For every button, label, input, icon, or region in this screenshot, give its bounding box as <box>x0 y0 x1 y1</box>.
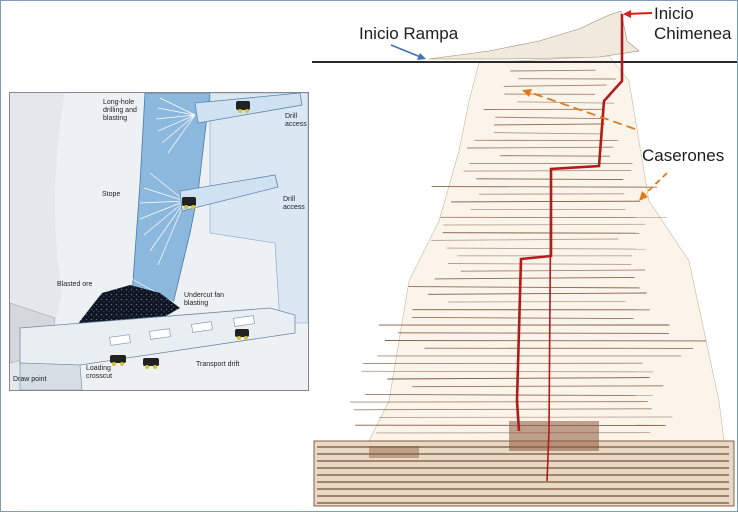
loader-1 <box>110 355 126 363</box>
level-line <box>503 84 607 87</box>
callout-inicio-rampa: Inicio Rampa <box>359 24 459 43</box>
mine-longitudinal-section: Inicio Rampa Inicio Chimenea Caserones <box>309 1 737 511</box>
level-line <box>510 69 596 72</box>
label-drill-access-top: Drill access <box>285 113 307 128</box>
bottom-levels-block <box>313 421 735 507</box>
mine-section-svg <box>312 10 737 507</box>
arrow-head-orange-2 <box>639 191 648 201</box>
drill-rig-top <box>236 101 250 110</box>
arrow-head-orange-1 <box>522 89 532 97</box>
loader-2 <box>143 358 159 366</box>
level-line <box>353 408 652 411</box>
level-line <box>451 200 640 203</box>
level-line <box>447 300 627 303</box>
label-stope: Stope <box>102 191 121 198</box>
label-loading-crosscut: Loading crosscut <box>86 365 113 380</box>
level-line <box>467 146 614 149</box>
level-line <box>408 286 640 289</box>
loader-3 <box>235 329 249 337</box>
level-line <box>446 247 646 250</box>
loading-crosscuts <box>109 315 255 346</box>
level-line <box>412 316 634 320</box>
level-line <box>493 123 605 126</box>
level-line <box>447 263 632 265</box>
label-blasted-ore: Blasted ore <box>57 281 93 288</box>
arrow-inicio-rampa <box>390 44 424 59</box>
arrow-caserones-lower <box>641 172 668 198</box>
level-line <box>428 292 647 295</box>
mid-drill-fan <box>139 172 186 266</box>
level-line <box>500 155 610 157</box>
level-line <box>493 132 602 135</box>
label-undercut-fan-blasting: Undercut fan blasting <box>184 292 225 307</box>
level-line <box>495 116 608 120</box>
level-line <box>517 101 615 104</box>
label-draw-point: Draw point <box>13 376 47 383</box>
level-line <box>460 269 646 272</box>
level-line <box>379 416 673 418</box>
level-line <box>443 223 646 226</box>
label-transport-drift: Transport drift <box>196 361 240 368</box>
sublevel-stoping-diagram: Long-hole drilling and blasting Drill ac… <box>9 92 309 391</box>
surface-works <box>428 10 640 60</box>
arrow-caserones-upper <box>525 90 636 130</box>
level-line <box>364 393 653 397</box>
level-line <box>412 385 664 388</box>
arrow-inicio-chimenea <box>626 12 653 15</box>
level-line <box>431 238 619 241</box>
top-drill-fan <box>155 97 196 154</box>
level-line <box>397 332 669 334</box>
callout-inicio-chimenea: Inicio Chimenea <box>654 4 732 43</box>
arrow-head-red <box>623 10 631 18</box>
level-line <box>463 169 632 172</box>
drill-access-mid-drift <box>179 174 279 212</box>
level-line <box>431 186 658 188</box>
label-drill-access-mid: Drill access <box>283 196 305 211</box>
level-workings <box>350 69 707 434</box>
level-line <box>442 232 640 234</box>
label-long-hole-drilling: Long-hole drilling and blasting <box>103 99 137 122</box>
callout-caserones: Caserones <box>642 146 725 165</box>
arrow-head-blue <box>417 53 426 60</box>
level-line <box>350 401 649 403</box>
level-line <box>361 370 654 373</box>
chimney-lower-branch <box>546 168 552 482</box>
level-line <box>434 276 635 280</box>
stope-schematic-svg <box>9 92 309 391</box>
drill-rig-mid <box>182 197 196 206</box>
